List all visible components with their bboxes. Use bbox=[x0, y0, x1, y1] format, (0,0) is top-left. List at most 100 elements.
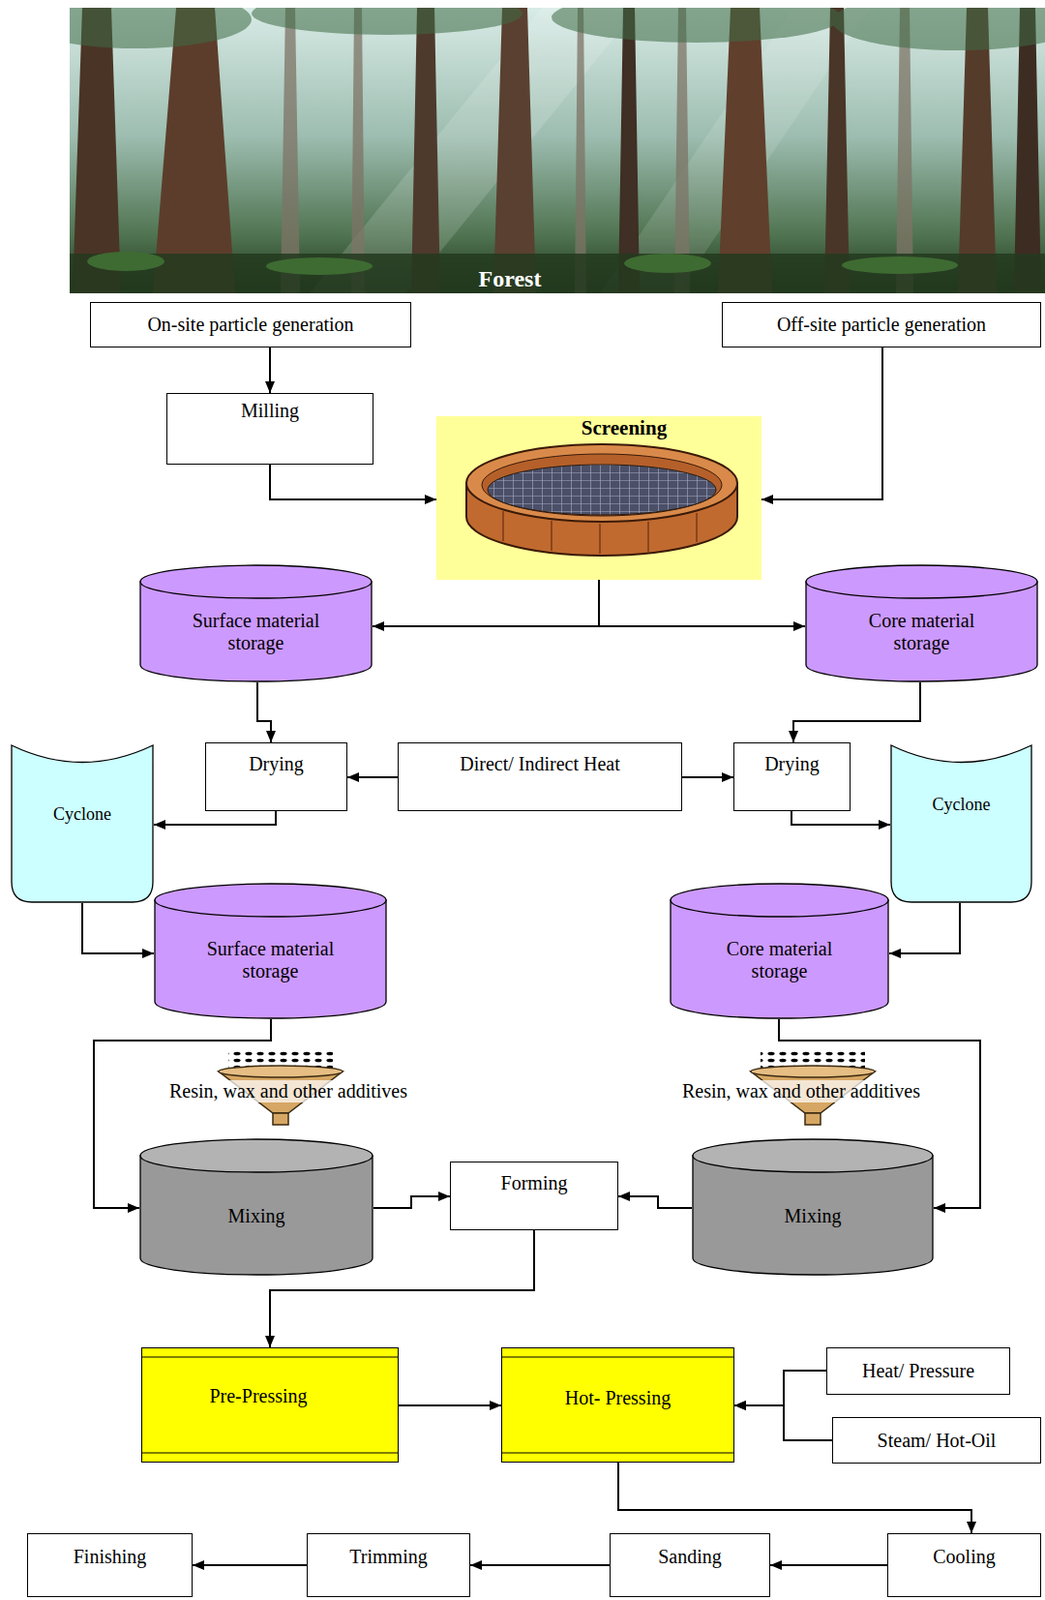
cylinder-top bbox=[806, 565, 1038, 598]
flow-arrow bbox=[734, 1404, 833, 1440]
flow-arrow bbox=[373, 1195, 450, 1208]
screening-panel: Screening bbox=[436, 416, 762, 580]
sieve-mesh bbox=[487, 464, 717, 515]
art-part bbox=[69, 7, 252, 49]
art-part bbox=[502, 510, 505, 541]
process-box: Off-site particle generation bbox=[721, 301, 1042, 348]
flow-arrow bbox=[192, 1563, 307, 1566]
mixer-cylinder: Mixing bbox=[139, 1137, 374, 1276]
storage-cylinder: Core material storage bbox=[805, 564, 1039, 683]
flow-arrow bbox=[268, 347, 271, 393]
art-part bbox=[618, 7, 640, 294]
flow-arrow bbox=[153, 810, 276, 825]
canopy bbox=[69, 7, 1045, 51]
node-label: Sanding bbox=[657, 1545, 722, 1568]
forest-sky bbox=[69, 7, 1045, 294]
press-rule bbox=[501, 1355, 735, 1357]
art-part bbox=[598, 523, 601, 554]
sieve-wall bbox=[481, 453, 722, 516]
press-rule bbox=[501, 1451, 735, 1453]
node-label: Off-site particle generation bbox=[776, 313, 986, 336]
art-part bbox=[411, 7, 441, 294]
cylinder-top bbox=[140, 565, 372, 598]
art-part bbox=[280, 7, 300, 294]
cyclone-outline bbox=[11, 745, 153, 902]
press-rule bbox=[141, 1355, 399, 1357]
process-box: Drying bbox=[733, 742, 851, 811]
funnel-spout bbox=[805, 1112, 821, 1125]
flow-arrow bbox=[734, 1370, 827, 1405]
funnel-spout bbox=[272, 1112, 289, 1125]
node-label: Surface material storage bbox=[174, 609, 339, 655]
process-box: Forming bbox=[449, 1161, 619, 1230]
sieve-picture bbox=[436, 416, 762, 580]
cylinder-top bbox=[692, 1138, 933, 1172]
art-part bbox=[832, 7, 1045, 51]
storage-cylinder: Surface material storage bbox=[153, 882, 388, 1019]
funnel-rim bbox=[750, 1065, 875, 1077]
flow-arrow bbox=[618, 1195, 692, 1208]
process-box: Sanding bbox=[609, 1532, 771, 1597]
flow-arrow bbox=[598, 579, 806, 627]
press-rule bbox=[141, 1451, 399, 1453]
distant-trunks bbox=[280, 7, 914, 294]
funnel-rim bbox=[218, 1065, 343, 1077]
panel-heading: Screening bbox=[581, 416, 667, 440]
art-part bbox=[550, 520, 553, 551]
storage-cylinder: Surface material storage bbox=[139, 564, 373, 683]
process-box: Trimming bbox=[306, 1532, 471, 1597]
process-box: Drying bbox=[205, 742, 348, 811]
cyclone-shape: Cyclone bbox=[890, 744, 1033, 903]
node-outline bbox=[890, 744, 1033, 903]
process-box: Cooling bbox=[887, 1532, 1042, 1597]
process-box: Milling bbox=[166, 392, 374, 465]
node-label: Trimming bbox=[349, 1545, 427, 1568]
process-box: On-site particle generation bbox=[89, 301, 412, 348]
flow-arrow bbox=[793, 682, 921, 743]
art-part bbox=[1014, 7, 1042, 294]
art-part bbox=[695, 512, 698, 542]
art-part bbox=[152, 7, 236, 294]
art-part bbox=[957, 7, 997, 294]
art-part bbox=[266, 257, 373, 275]
art-part bbox=[895, 7, 914, 294]
node-label: Cooling bbox=[932, 1545, 995, 1568]
art-part bbox=[493, 7, 537, 294]
cylinder-top bbox=[154, 883, 387, 917]
input-box: Steam/ Hot-Oil bbox=[832, 1416, 1042, 1463]
art-part bbox=[674, 7, 690, 294]
node-label: Finishing bbox=[73, 1545, 148, 1568]
process-box: Direct/ Indirect Heat bbox=[397, 742, 683, 811]
art-part bbox=[574, 7, 587, 294]
node-label: Heat/ Pressure bbox=[862, 1359, 975, 1382]
art-part bbox=[72, 7, 121, 294]
press-box: Hot- Pressing bbox=[501, 1346, 735, 1463]
flow-arrow bbox=[791, 810, 891, 825]
cylinder-body bbox=[154, 899, 387, 1018]
cylinder-top bbox=[140, 1138, 373, 1172]
art-part bbox=[87, 251, 165, 271]
node-outline bbox=[10, 744, 154, 903]
sieve-rim bbox=[466, 444, 738, 522]
additive-label: Resin, wax and other additives bbox=[679, 1079, 924, 1103]
node-label: Hot- Pressing bbox=[565, 1386, 671, 1409]
flow-arrow bbox=[269, 464, 437, 500]
tree-trunks bbox=[72, 7, 1042, 294]
screening-ground bbox=[436, 416, 762, 580]
node-label: Core material storage bbox=[697, 937, 863, 983]
flow-arrow bbox=[770, 1563, 888, 1566]
mixer-cylinder: Mixing bbox=[691, 1137, 934, 1276]
art-part bbox=[824, 7, 850, 294]
cyclone-shape: Cyclone bbox=[10, 744, 154, 903]
art-part bbox=[351, 7, 365, 294]
cylinder-body bbox=[670, 899, 889, 1018]
art-part bbox=[251, 7, 523, 35]
node-label: Pre-Pressing bbox=[209, 1384, 307, 1407]
node-label: On-site particle generation bbox=[147, 313, 354, 336]
node-label: Drying bbox=[764, 752, 820, 776]
art-part bbox=[717, 7, 773, 294]
flow-arrow bbox=[470, 1563, 610, 1566]
forest-picture bbox=[69, 7, 1045, 294]
cylinder-body bbox=[140, 1155, 373, 1275]
node-label: Mixing bbox=[228, 1204, 286, 1227]
